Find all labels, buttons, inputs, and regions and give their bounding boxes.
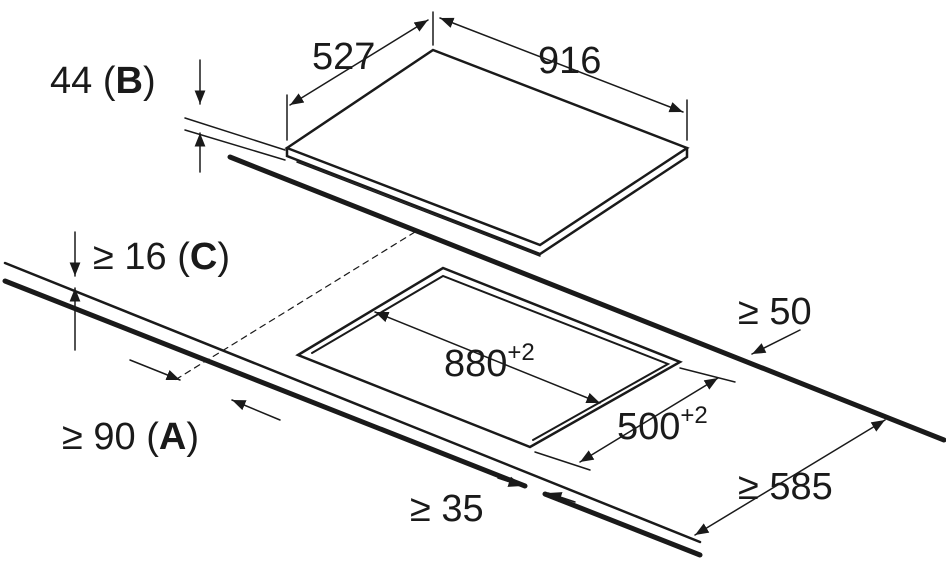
countertop-thickness-value: ≥ 16: [93, 236, 167, 278]
countertop-back-edge: [227, 154, 946, 443]
hob-outline: [284, 48, 690, 257]
hob-depth-label: 527: [312, 36, 376, 78]
hob-height-label: 44 (B): [50, 60, 156, 102]
front-distance-ref: A: [158, 416, 187, 458]
front-distance-label: ≥ 90 (A): [62, 416, 200, 458]
cutout-width-tolerance: +2: [507, 339, 535, 366]
hob-width-label: 916: [538, 40, 602, 82]
cutout-depth-label: 500+2: [617, 404, 708, 448]
countertop-depth-label: ≥ 585: [738, 466, 833, 508]
back-distance-label: ≥ 50: [738, 291, 812, 333]
cutout-width-value: 880: [444, 343, 508, 385]
hob-height-value: 44: [50, 60, 93, 102]
side-distance-label: ≥ 35: [410, 488, 484, 530]
countertop-front-edge: [2, 278, 528, 489]
countertop-front-edge-top: [3, 261, 702, 544]
countertop-front-edge-right: [542, 491, 703, 558]
hob-height-ref: B: [115, 60, 143, 102]
countertop-thickness-label: ≥ 16 (C): [93, 236, 231, 278]
cutout-depth-tolerance: +2: [680, 402, 708, 429]
cutout-width-label: 880+2: [444, 341, 535, 385]
alignment-dashed-line: [174, 231, 416, 381]
countertop-thickness-ref: C: [189, 236, 218, 278]
front-distance-value: ≥ 90: [62, 416, 136, 458]
cutout-depth-value: 500: [617, 406, 681, 448]
dimension-lines: [69, 11, 886, 536]
